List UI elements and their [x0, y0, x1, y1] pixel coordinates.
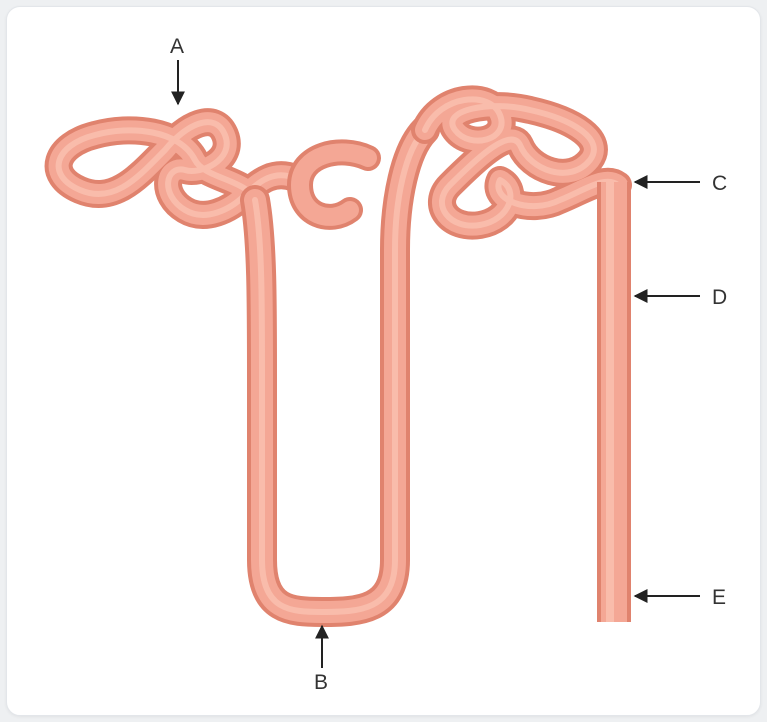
distal-convoluted-tubule — [425, 99, 618, 225]
collecting-duct — [597, 182, 631, 622]
label-b: B — [314, 671, 328, 694]
proximal-tubule-curl — [300, 152, 368, 216]
label-d: D — [712, 286, 727, 309]
label-e: E — [712, 586, 726, 609]
label-c: C — [712, 172, 727, 195]
label-a: A — [170, 35, 184, 58]
